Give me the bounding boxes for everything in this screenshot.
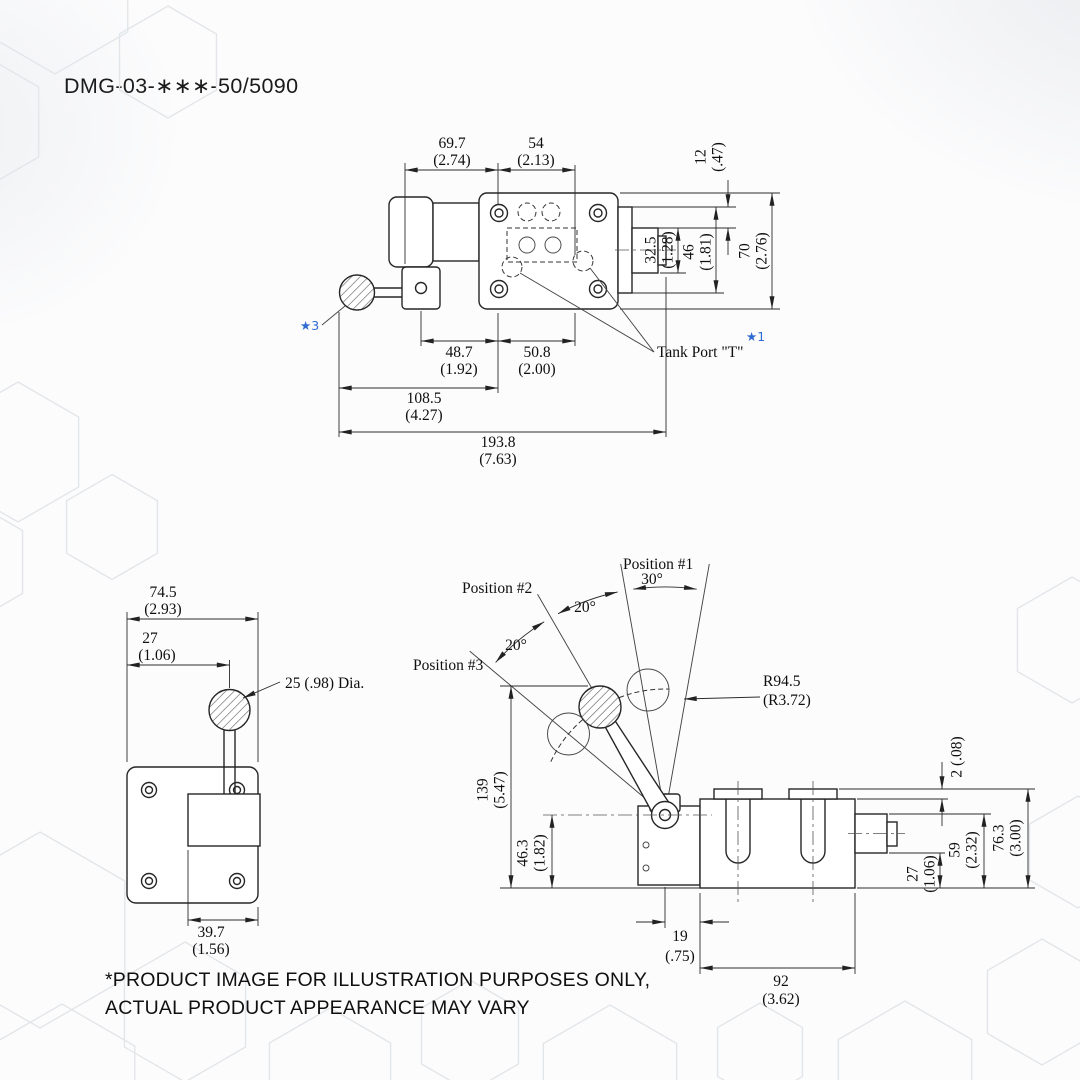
dim-70-in: (2.76) xyxy=(754,232,771,269)
dim-92-in: (3.62) xyxy=(762,991,799,1008)
side-view-dimensions: 139 (5.47) 46.3 (1.82) 2 (.08) 76.3 (3.0… xyxy=(475,685,1035,1008)
dim-54-in: (2.13) xyxy=(517,152,554,169)
dim-39-7-mm: 39.7 xyxy=(197,924,224,941)
dim-74-5-mm: 74.5 xyxy=(149,584,176,601)
disclaimer: *PRODUCT IMAGE FOR ILLUSTRATION PURPOSES… xyxy=(105,966,650,1022)
dim-46-mm: 46 xyxy=(681,244,698,260)
dim-32-5-mm: 32.5 xyxy=(643,236,660,263)
adapter-block xyxy=(432,202,480,262)
dim-27-in: (1.06) xyxy=(138,647,175,664)
position-1-label: Position #1 xyxy=(623,556,693,573)
angle-20a: 20° xyxy=(574,599,596,616)
top-view-dimensions: 69.7 (2.74) 54 (2.13) 12 (.47) 32.5 (1.2… xyxy=(300,135,780,468)
dim-108-5-mm: 108.5 xyxy=(407,390,442,407)
dim-39-7-in: (1.56) xyxy=(192,941,229,958)
radius-label-in: (R3.72) xyxy=(763,692,811,709)
dim-108-5-in: (4.27) xyxy=(405,407,442,424)
lever-knob-position1 xyxy=(626,668,670,712)
dim-19-mm: 19 xyxy=(672,928,688,945)
dim-50-8-in: (2.00) xyxy=(518,361,555,378)
dim-2-boss: 2 (.08) xyxy=(949,736,966,777)
valve-body-side xyxy=(699,798,856,889)
lever-knob-position3 xyxy=(547,712,590,756)
dim-139-mm: 139 xyxy=(475,778,492,802)
dim-48-7-in: (1.92) xyxy=(440,361,477,378)
dim-76-3-in: (3.00) xyxy=(1008,819,1025,856)
end-view-dimensions: 74.5 (2.93) 27 (1.06) 25 (.98) Dia. 39.7… xyxy=(126,584,364,958)
hidden-port-details xyxy=(501,202,594,278)
angle-30: 30° xyxy=(641,571,663,588)
position-3-label: Position #3 xyxy=(413,657,483,674)
dim-46-in: (1.81) xyxy=(698,233,715,270)
dim-59-mm: 59 xyxy=(947,842,964,858)
dim-27-side-in: (1.06) xyxy=(922,855,939,892)
dim-27-mm: 27 xyxy=(142,630,158,647)
dim-12-mm: 12 xyxy=(693,149,710,165)
disclaimer-line-2: ACTUAL PRODUCT APPEARANCE MAY VARY xyxy=(105,997,530,1019)
top-view: 69.7 (2.74) 54 (2.13) 12 (.47) 32.5 (1.2… xyxy=(300,135,780,468)
star-note-1: ★1 xyxy=(746,329,765,344)
dim-25-dia: 25 (.98) Dia. xyxy=(285,675,364,692)
dim-54-mm: 54 xyxy=(528,135,544,152)
dim-50-8-mm: 50.8 xyxy=(523,344,550,361)
dim-76-3-mm: 76.3 xyxy=(991,824,1008,851)
dim-59-in: (2.32) xyxy=(964,831,981,868)
dim-46-3-in: (1.82) xyxy=(532,834,549,871)
solenoid-end-cap xyxy=(388,196,434,268)
tank-port-label: Tank Port "T" xyxy=(657,344,743,361)
side-view: Position #1 Position #2 Position #3 30° … xyxy=(413,556,1035,1008)
angle-20b: 20° xyxy=(505,637,527,654)
dim-32-5-in: (1.28) xyxy=(660,231,677,268)
dim-193-8-in: (7.63) xyxy=(479,451,516,468)
radius-label-mm: R94.5 xyxy=(763,673,801,690)
dim-193-8-mm: 193.8 xyxy=(481,434,516,451)
dim-27-side-mm: 27 xyxy=(905,866,922,882)
disclaimer-line-1: *PRODUCT IMAGE FOR ILLUSTRATION PURPOSES… xyxy=(105,969,651,991)
dim-74-5-in: (2.93) xyxy=(144,601,181,618)
dim-70-mm: 70 xyxy=(737,243,754,259)
dim-48-7-mm: 48.7 xyxy=(445,344,472,361)
lever-knob-side xyxy=(578,685,622,729)
position-2-label: Position #2 xyxy=(462,580,532,597)
dim-19-in: (.75) xyxy=(665,948,695,965)
dim-69-7-in: (2.74) xyxy=(433,152,470,169)
dim-46-3-mm: 46.3 xyxy=(515,839,532,866)
star-note-3: ★3 xyxy=(300,318,319,333)
dim-139-in: (5.47) xyxy=(492,771,509,808)
mounting-screws xyxy=(489,203,608,299)
lever-knob-top xyxy=(338,274,376,311)
drawing-title: DMG-03-∗∗∗-50/5090 xyxy=(64,74,299,98)
lever-housing-end xyxy=(187,793,261,847)
lever-knob-end xyxy=(208,688,251,732)
end-view: 74.5 (2.93) 27 (1.06) 25 (.98) Dia. 39.7… xyxy=(126,584,364,958)
dim-92-mm: 92 xyxy=(773,973,789,990)
dim-12-in: (.47) xyxy=(710,142,727,172)
dim-69-7-mm: 69.7 xyxy=(438,135,465,152)
